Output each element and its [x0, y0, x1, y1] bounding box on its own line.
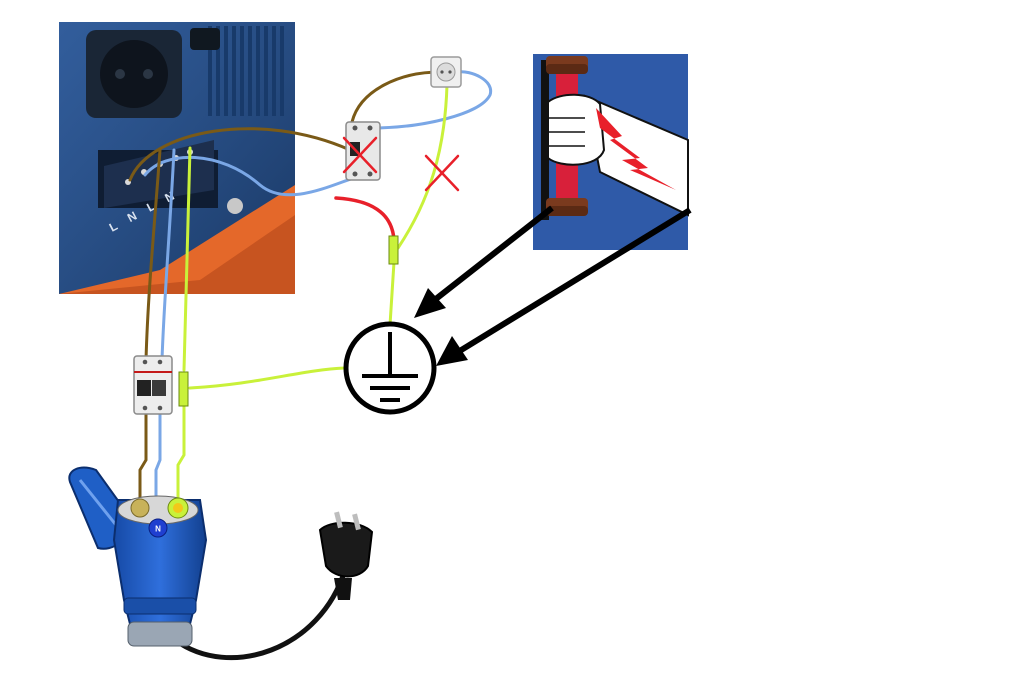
neutral-wire-to-plug: [154, 410, 162, 522]
live-wire-down: [144, 148, 162, 362]
cee-connector: N: [68, 466, 208, 647]
earth-ground-icon: [343, 321, 437, 415]
neutral-pin: [148, 518, 168, 538]
circuit-breaker-icon: [133, 355, 173, 415]
schuko-plug: [318, 511, 374, 600]
cable-gland: [190, 28, 220, 50]
plug-cable: [172, 567, 348, 661]
cross-mark-icon: [342, 136, 378, 174]
neutral-pin-label: N: [155, 525, 161, 534]
live-wire-socket: [350, 70, 442, 124]
earth-splice-lower: [178, 371, 189, 407]
live-wire-upper: [128, 127, 352, 182]
earth-cross-mark-icon: [424, 154, 460, 192]
neutral-wire-upper: [143, 155, 366, 197]
earth-wire-to-ground: [388, 260, 396, 327]
neutral-wire-socket: [370, 70, 493, 130]
earth-wire-junction: [188, 366, 347, 390]
earth-wire-down: [182, 146, 192, 372]
earth-wire-to-plug: [176, 403, 186, 507]
inverter-socket-icon: [86, 30, 182, 118]
live-pin: [130, 498, 150, 518]
inverter-vents: [208, 26, 284, 116]
arrow-rod-to-ground: [430, 205, 554, 305]
arrow-head-1: [414, 288, 446, 318]
live-wire-to-plug: [138, 410, 148, 502]
arrow-head-2: [436, 336, 468, 366]
neutral-wire-down: [160, 148, 176, 362]
wires: [128, 70, 493, 661]
earth-wire-socket: [396, 83, 449, 250]
wall-socket-icon: [430, 56, 462, 88]
earth-splice-upper: [388, 235, 399, 265]
electric-shock-warning-icon: [533, 54, 689, 250]
red-bridge-wire: [334, 196, 396, 242]
screw: [227, 198, 243, 214]
warning-arrows: [414, 205, 692, 366]
arrow-hand-to-ground: [456, 207, 692, 355]
